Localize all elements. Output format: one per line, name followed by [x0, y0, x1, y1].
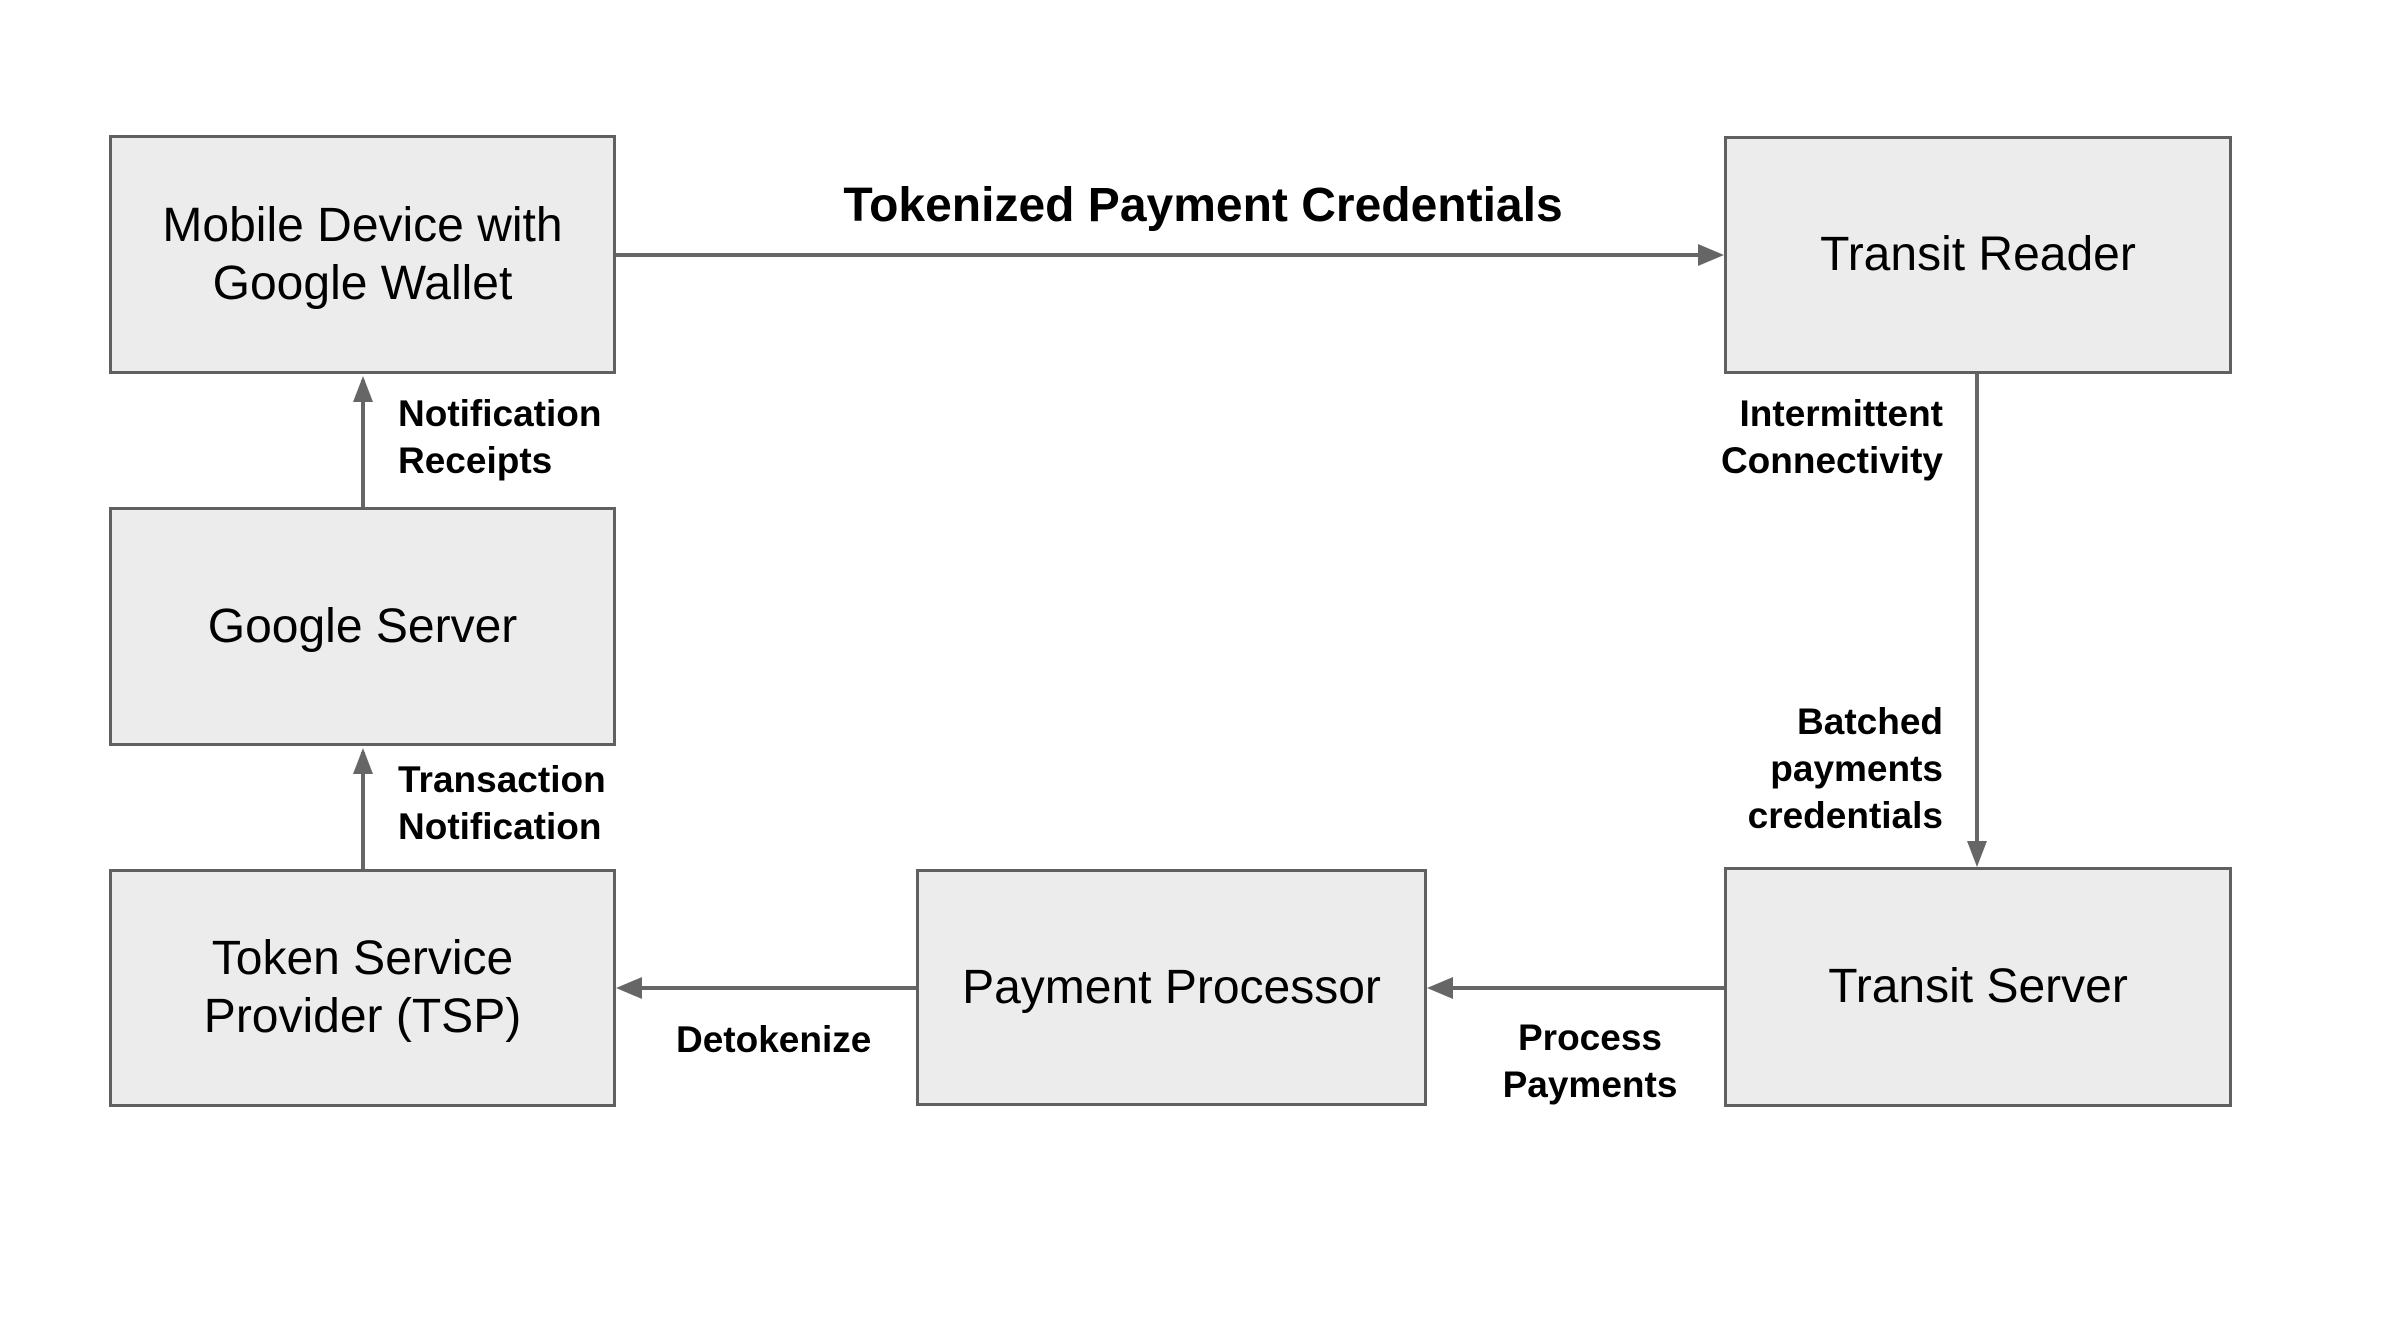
edge-line	[1449, 986, 1724, 990]
edge-label-notification-receipts: Notification Receipts	[398, 393, 602, 481]
arrowhead-left-icon	[1427, 977, 1453, 999]
node-token-service-provider: Token Service Provider (TSP)	[109, 869, 616, 1107]
edge-label-batched-payments-credentials: Batched payments credentials	[1747, 701, 1943, 836]
arrowhead-up-icon	[353, 376, 373, 402]
edge-line	[616, 253, 1702, 257]
edge-line	[1975, 374, 1979, 843]
node-mobile-device: Mobile Device with Google Wallet	[109, 135, 616, 374]
node-payment-processor: Payment Processor	[916, 869, 1427, 1106]
edge-label-transaction-notification: Transaction Notification	[398, 759, 606, 847]
arrowhead-left-icon	[616, 977, 642, 999]
arrowhead-up-icon	[353, 748, 373, 774]
edge-line	[361, 752, 365, 869]
arrowhead-right-icon	[1698, 244, 1724, 266]
node-transit-server: Transit Server	[1724, 867, 2232, 1107]
node-transit-reader: Transit Reader	[1724, 136, 2232, 374]
node-google-server: Google Server	[109, 507, 616, 746]
edge-label-tokenized: Tokenized Payment Credentials	[843, 179, 1563, 232]
arrowhead-down-icon	[1967, 841, 1987, 867]
edge-label-detokenize: Detokenize	[676, 1019, 872, 1060]
edge-line	[361, 380, 365, 507]
edge-label-process-payments: Process Payments	[1502, 1017, 1678, 1105]
edge-label-intermittent-connectivity: Intermittent Connectivity	[1720, 393, 1943, 481]
edge-line	[638, 986, 916, 990]
